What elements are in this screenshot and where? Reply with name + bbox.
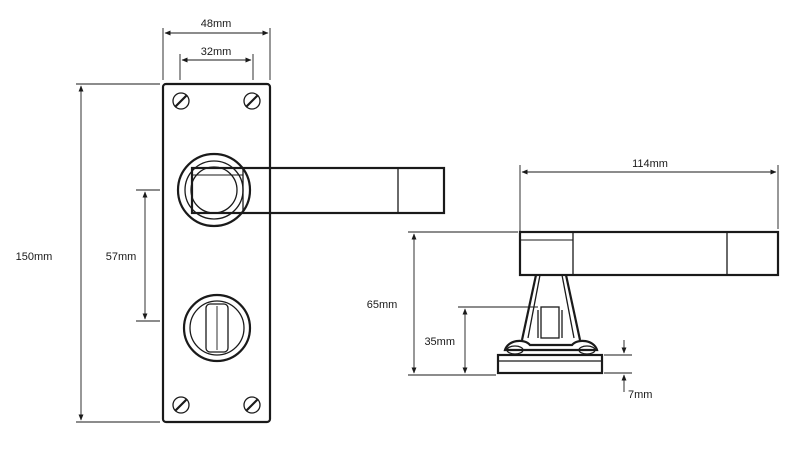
dim-57mm: 57mm [106,189,160,322]
lever-rose [176,152,252,228]
lever-neck [520,274,582,341]
label-57mm: 57mm [106,251,137,263]
label-150mm: 150mm [16,251,53,263]
dim-48mm: 48mm [162,18,271,80]
rose-base-side [496,339,604,375]
lever-front [190,166,446,215]
front-view: 48mm 32mm 150mm 57mm [16,18,446,424]
label-65mm: 65mm [367,299,398,311]
label-114mm: 114mm [632,158,668,170]
privacy-turn [182,293,252,363]
side-view: 114mm 65mm 35mm 7mm [367,158,780,401]
label-32mm: 32mm [201,46,232,58]
label-7mm: 7mm [628,389,652,401]
screw-bottom-right [243,396,261,414]
dim-35mm: 35mm [424,306,538,374]
backplate [161,82,272,424]
screw-bottom-left [172,396,190,414]
screw-top-left [172,92,190,110]
dim-32mm: 32mm [179,46,254,80]
dim-114mm: 114mm [519,158,779,232]
screw-top-right [243,92,261,110]
label-35mm: 35mm [424,336,455,348]
lever-side [518,230,780,277]
dim-65mm: 65mm [367,231,518,376]
label-48mm: 48mm [201,18,232,30]
dim-150mm: 150mm [16,83,160,423]
dim-7mm: 7mm [604,340,652,401]
